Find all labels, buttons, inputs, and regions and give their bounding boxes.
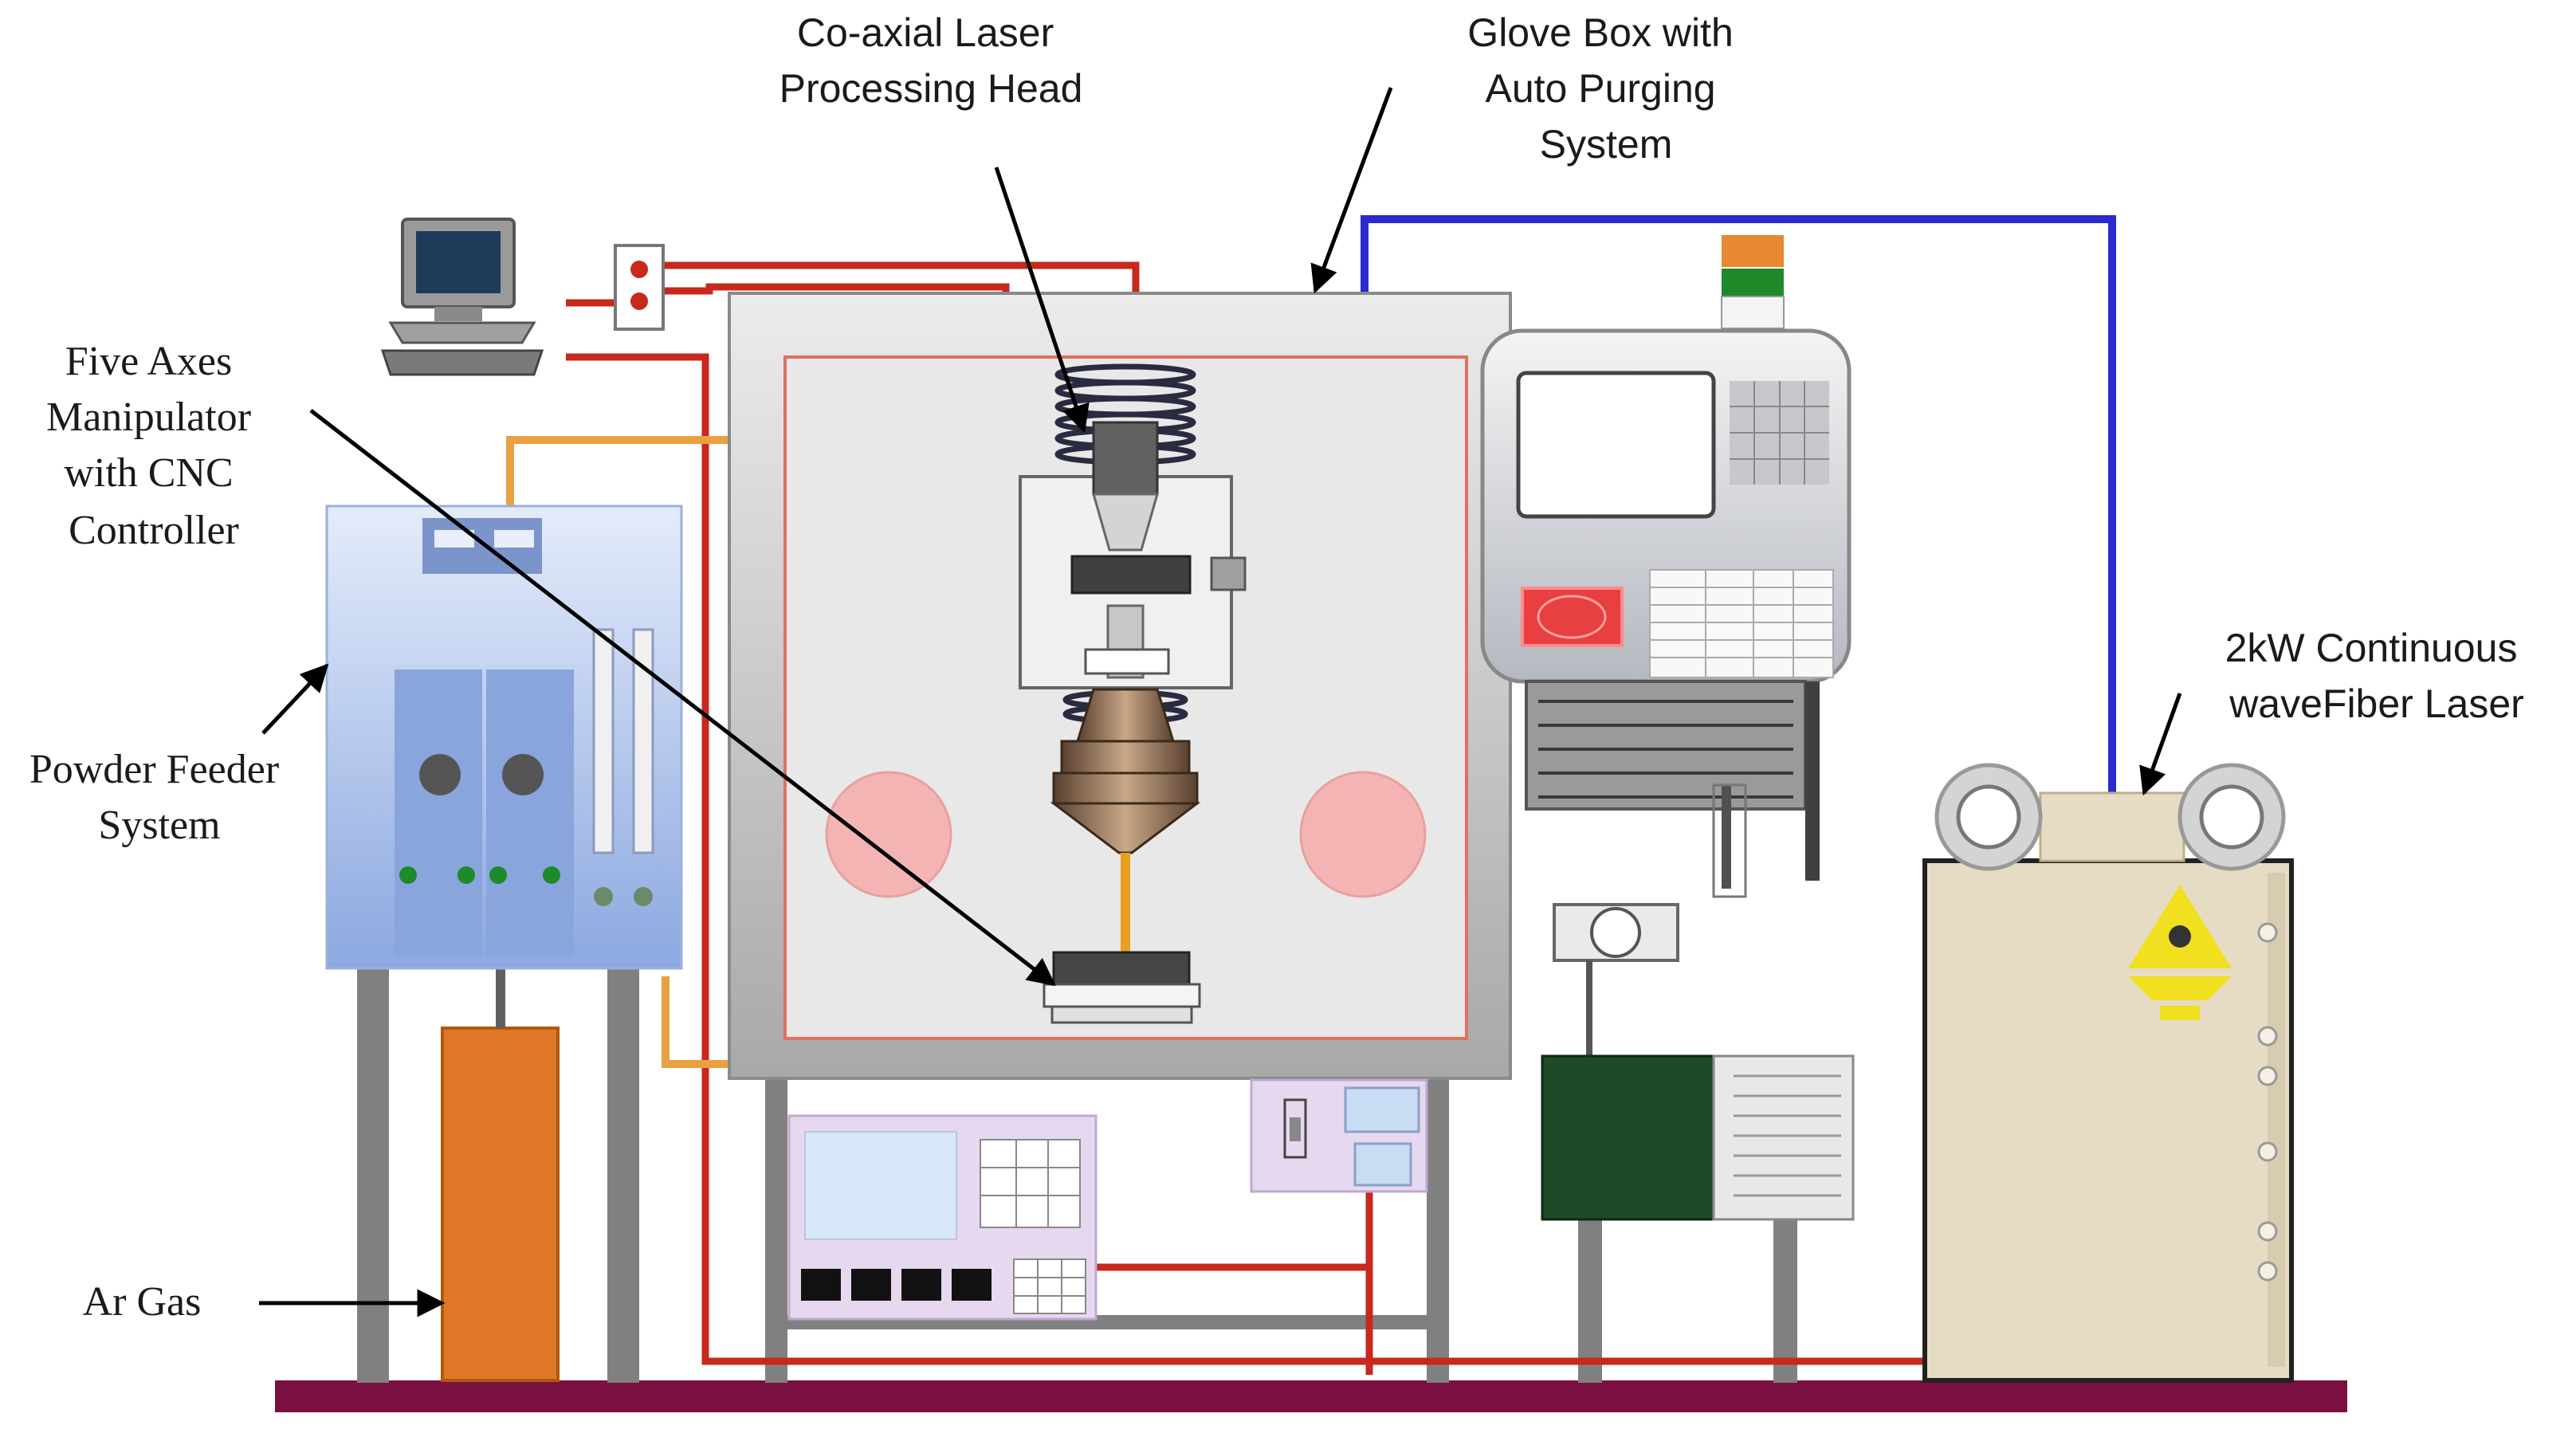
fiber-laser-unit xyxy=(1922,763,2294,1383)
leader-arrows xyxy=(259,87,2182,1317)
laser-processing-head xyxy=(1019,363,1247,952)
label-coaxial-head: Co-axial Laser Processing Head xyxy=(779,10,1083,111)
switch-icon xyxy=(614,244,665,331)
arrow-glove-box xyxy=(1310,87,1393,294)
label-ar-gas: Ar Gas xyxy=(83,1279,202,1325)
powder-feeder-unit xyxy=(325,504,683,970)
base-rail xyxy=(275,1380,2347,1412)
laser-warning-icon xyxy=(2128,885,2232,1020)
control-panel xyxy=(787,1114,1098,1321)
label-fiber-laser: 2kW Continuous waveFiber Laser xyxy=(2225,626,2529,726)
glove-port-right xyxy=(1299,771,1427,898)
label-glove-box: Glove Box with Auto Purging System xyxy=(1467,10,1744,167)
ar-gas-valve-stem xyxy=(496,964,505,1028)
computer-icon xyxy=(380,218,544,376)
arrow-fiber-laser xyxy=(2139,693,2182,796)
cnc-controller xyxy=(1480,328,1852,898)
glove-port-left xyxy=(825,771,952,898)
arrow-powder-feeder xyxy=(261,663,329,735)
arrow-coaxial-head xyxy=(994,167,1090,434)
axis-motor xyxy=(1541,903,1855,1221)
fiber-reel-icon xyxy=(1934,763,2286,871)
status-light-icon xyxy=(1721,235,1785,329)
label-powder-feeder: Powder Feeder System xyxy=(29,747,289,848)
workpiece xyxy=(1043,951,1201,1024)
label-five-axes: Five Axes Manipulator with CNC Controlle… xyxy=(46,339,261,553)
ar-gas-tank xyxy=(441,1027,560,1382)
gas-control-box xyxy=(1250,1078,1428,1193)
arrow-five-axes xyxy=(309,409,1056,987)
support-legs xyxy=(357,964,1797,1383)
